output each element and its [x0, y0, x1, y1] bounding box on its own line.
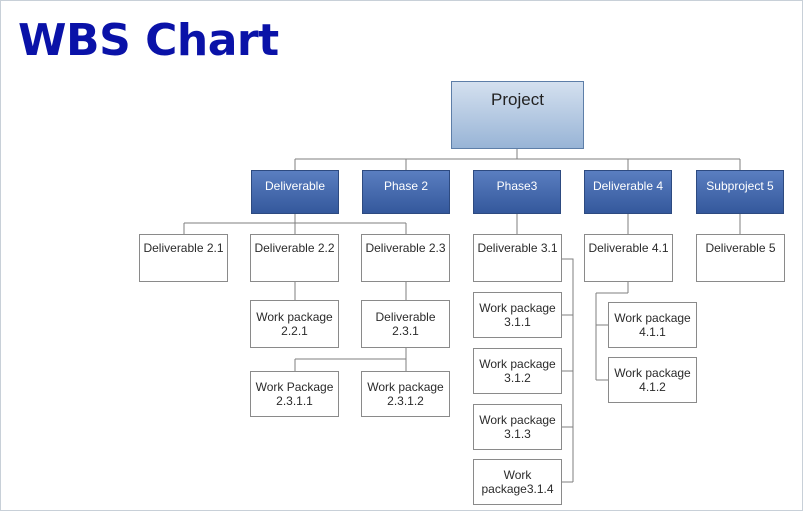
- wbs-node-work-package-2-2-1: Work package 2.2.1: [250, 300, 339, 348]
- connector-2-3-1-to-packages: [294, 348, 407, 371]
- wbs-node-deliverable-2-2: Deliverable 2.2: [250, 234, 339, 282]
- wbs-node-deliverable: Deliverable: [251, 170, 339, 214]
- connector-root-to-level2: [294, 149, 741, 170]
- wbs-node-deliverable-4-1: Deliverable 4.1: [584, 234, 673, 282]
- slide-title: WBS Chart: [18, 15, 279, 66]
- wbs-node-deliverable-2-1: Deliverable 2.1: [139, 234, 228, 282]
- wbs-node-work-package-3-1-3: Work package 3.1.3: [473, 404, 562, 450]
- wbs-node-work-package-2-3-1-2: Work package 2.3.1.2: [361, 371, 450, 417]
- connector-3-1-to-packages: [561, 258, 574, 483]
- wbs-node-deliverable-3-1: Deliverable 3.1: [473, 234, 562, 282]
- wbs-node-deliverable-2-3-1: Deliverable 2.3.1: [361, 300, 450, 348]
- connector-4-1-to-packages: [595, 282, 629, 381]
- wbs-node-project: Project: [451, 81, 584, 149]
- wbs-node-work-package-3-1-2: Work package 3.1.2: [473, 348, 562, 394]
- wbs-node-work-package-2-3-1-1: Work Package 2.3.1.1: [250, 371, 339, 417]
- wbs-node-deliverable-5: Deliverable 5: [696, 234, 785, 282]
- wbs-node-work-package-4-1-1: Work package 4.1.1: [608, 302, 697, 348]
- wbs-node-work-package-3-1-1: Work package 3.1.1: [473, 292, 562, 338]
- connector-level2-to-deliverables-2: [183, 214, 407, 234]
- wbs-node-deliverable-4: Deliverable 4: [584, 170, 672, 214]
- wbs-node-subproject-5: Subproject 5: [696, 170, 784, 214]
- wbs-node-phase3: Phase3: [473, 170, 561, 214]
- wbs-node-deliverable-2-3: Deliverable 2.3: [361, 234, 450, 282]
- wbs-node-phase-2: Phase 2: [362, 170, 450, 214]
- wbs-node-work-package-3-1-4: Work package3.1.4: [473, 459, 562, 505]
- wbs-node-work-package-4-1-2: Work package 4.1.2: [608, 357, 697, 403]
